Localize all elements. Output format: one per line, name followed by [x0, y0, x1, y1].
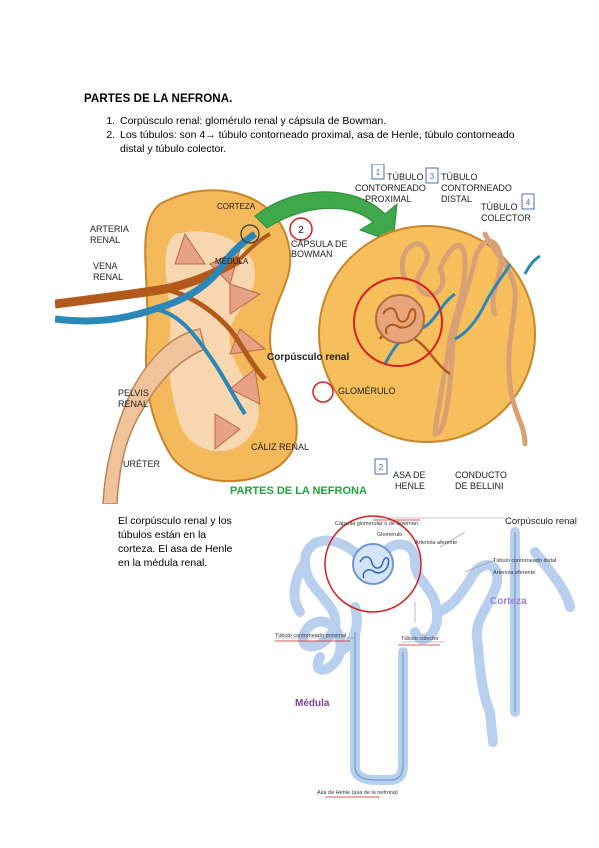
page-title: PARTES DE LA NEFRONA.	[84, 93, 233, 105]
pelvis-label-1: PELVIS	[118, 388, 149, 398]
medula-label: Médula	[295, 698, 330, 709]
nephron-circle	[318, 225, 536, 443]
asa-label-2: HENLE	[395, 481, 425, 491]
kidney-nephron-figure: 1 3 4 2 2 CORTEZA MÉDULA ARTERIA RENAL V…	[55, 164, 541, 504]
list-item: Corpúsculo renal: glomérulo renal y cáps…	[118, 114, 538, 128]
paragraph-line: túbulos están en la	[118, 529, 207, 541]
glomerulo-label: Glomérulo	[377, 532, 402, 538]
green-arrow	[254, 191, 398, 243]
colector-label-2: COLECTOR	[481, 213, 531, 223]
paragraph: El corpúsculo renal y los túbulos están …	[118, 514, 268, 570]
paragraph-line: El corpúsculo renal y los	[118, 515, 232, 527]
distal-label-1: TÚBULO	[441, 172, 478, 182]
asa-label: Asa de Henle (asa de la nefrona)	[317, 790, 398, 796]
ureter-label: URÉTER	[123, 459, 161, 469]
number-4: 4	[526, 198, 531, 207]
medula-label: MÉDULA	[215, 257, 249, 266]
list-item: Los túbulos: son 4→ túbulo contorneado p…	[118, 128, 538, 156]
pelvis-label-2: RENAL	[118, 399, 148, 409]
distal-label: Túbulo contorneado distal	[493, 558, 556, 564]
corpusculo-label: Corpúsculo renal	[267, 352, 349, 363]
proximal-label-2: CONTORNEADO	[355, 183, 426, 193]
proximal-label-1: TÚBULO	[387, 172, 424, 182]
conducto-label-1: CONDUCTO	[455, 470, 507, 480]
capsula-label: Cápsula glomerular o de Bowman	[335, 521, 418, 527]
proximal-label-3: PROXIMAL	[365, 194, 412, 204]
arteriola-eferente-label: Arteriola eferente	[493, 570, 535, 576]
figure-caption: PARTES DE LA NEFRONA	[230, 485, 367, 497]
arteriola-aferente-label: Arteriola aferente	[415, 540, 457, 546]
number-2: 2	[298, 225, 304, 236]
caliz-label: CÁLIZ RENAL	[251, 442, 309, 452]
number-3: 3	[430, 172, 435, 181]
capsula-label-1: CÁPSULA DE	[291, 239, 348, 249]
arteria-label-1: ARTERIA	[90, 224, 129, 234]
vena-label-2: RENAL	[93, 272, 123, 282]
number-1: 1	[376, 168, 381, 177]
corteza-label: Corteza	[490, 596, 527, 607]
arteria-label-2: RENAL	[90, 235, 120, 245]
capsula-label-2: BOWMAN	[291, 249, 333, 259]
proximal-label: Túbulo contorneado proximal	[275, 633, 346, 639]
colector-label-1: TÚBULO	[481, 202, 518, 212]
paragraph-line: corteza. El asa de Henle	[118, 543, 233, 555]
renal-pelvis	[102, 328, 206, 504]
number-2b: 2	[379, 463, 384, 472]
asa-label-1: ASA DE	[393, 470, 426, 480]
corpusculo-label: Corpúsculo renal	[505, 516, 577, 527]
paragraph-line: en la médula renal.	[118, 557, 208, 569]
vena-label-1: VENA	[93, 261, 118, 271]
parts-list: Corpúsculo renal: glomérulo renal y cáps…	[96, 114, 538, 156]
distal-label-2: CONTORNEADO	[441, 183, 512, 193]
distal-label-3: DISTAL	[441, 194, 472, 204]
colector-label: Túbulo colector	[401, 636, 439, 642]
corteza-label: CORTEZA	[217, 202, 256, 211]
nephron-diagram: Cápsula glomerular o de Bowman Glomérulo…	[275, 515, 577, 798]
conducto-label-2: DE BELLINI	[455, 481, 504, 491]
glomerulo-label: GLOMÉRULO	[338, 386, 396, 396]
